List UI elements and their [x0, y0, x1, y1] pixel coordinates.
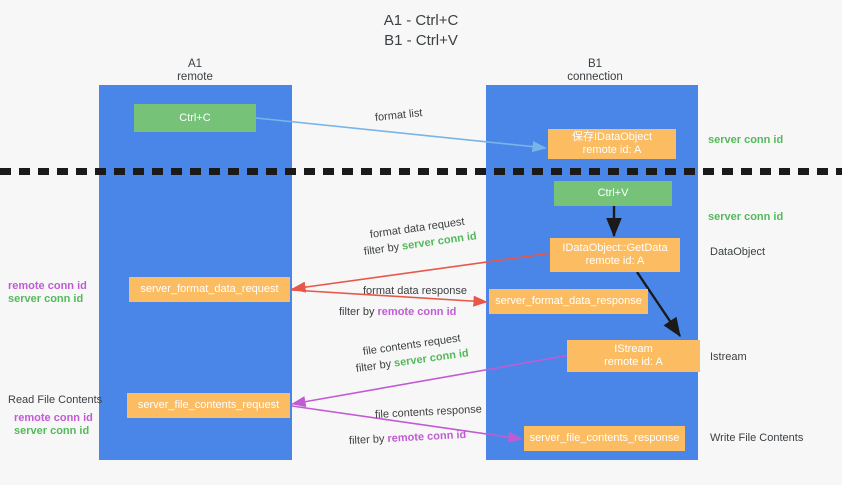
label-file-contents-response-text: file contents response [374, 403, 483, 421]
page-title: A1 - Ctrl+C B1 - Ctrl+V [0, 11, 842, 51]
box-save-dataobject[interactable]: 保存IDataObject remote id: A [548, 129, 676, 159]
note-dataobject: DataObject [710, 246, 766, 258]
note-read-file-contents: Read File Contents [8, 394, 103, 406]
label-format-data-response-filter-prefix: filter by [339, 306, 378, 318]
box-istream-line2: remote id: A [604, 356, 663, 368]
label-format-list-text: format list [374, 107, 424, 124]
box-save-dataobject-line2: remote id: A [582, 144, 642, 156]
title-line-1: A1 - Ctrl+C [383, 12, 459, 29]
label-file-contents-response-filter-value: remote conn id [387, 428, 467, 445]
label-format-data-request-filter-prefix: filter by [363, 240, 403, 258]
label-file-contents-response-filter-prefix: filter by [348, 432, 388, 447]
box-server-file-contents-response-label: server_file_contents_response [529, 432, 680, 444]
box-server-file-contents-request-label: server_file_contents_request [137, 399, 280, 411]
box-getdata-line1: IDataObject::GetData [562, 242, 668, 254]
label-format-data-response-text: format data response [363, 285, 467, 297]
box-server-format-data-response-label: server_format_data_response [495, 295, 642, 307]
box-istream-line1: IStream [614, 343, 653, 355]
box-istream[interactable]: IStream remote id: A [567, 340, 700, 372]
box-server-format-data-request[interactable]: server_format_data_request [129, 277, 290, 302]
label-file-contents-response: file contents response [375, 402, 483, 422]
box-ctrl-v-label: Ctrl+V [597, 187, 629, 199]
note-right-server-conn-id-mid: server conn id [708, 211, 784, 223]
label-format-data-response: format data response [363, 284, 467, 298]
box-ctrl-c[interactable]: Ctrl+C [134, 104, 256, 132]
box-ctrl-v[interactable]: Ctrl+V [554, 181, 672, 206]
box-getdata-line2: remote id: A [585, 255, 645, 267]
note-left-server-conn-id-2: server conn id [14, 425, 90, 437]
note-istream: Istream [710, 351, 747, 363]
box-ctrl-c-label: Ctrl+C [179, 111, 211, 124]
note-left-server-conn-id: server conn id [8, 293, 84, 305]
box-server-file-contents-response[interactable]: server_file_contents_response [524, 426, 685, 451]
column-header-a1: A1 remote [140, 58, 250, 84]
box-getdata[interactable]: IDataObject::GetData remote id: A [550, 238, 680, 272]
note-right-server-conn-id-top: server conn id [708, 134, 784, 146]
note-left-remote-conn-id-2: remote conn id [14, 412, 93, 424]
note-left-remote-conn-id: remote conn id [8, 280, 87, 292]
box-server-format-data-request-label: server_format_data_request [140, 283, 279, 295]
label-file-contents-response-filter: filter by remote conn id [349, 428, 467, 448]
label-format-data-response-filter: filter by remote conn id [339, 305, 456, 319]
box-server-format-data-response[interactable]: server_format_data_response [489, 289, 648, 314]
column-header-b1: B1 connection [540, 58, 650, 84]
column-a1-name: A1 [187, 58, 203, 70]
column-a1-sub: remote [177, 71, 213, 83]
note-write-file-contents: Write File Contents [710, 432, 804, 444]
column-b1-sub: connection [567, 71, 623, 83]
box-server-file-contents-request[interactable]: server_file_contents_request [127, 393, 290, 418]
column-b1-name: B1 [587, 58, 603, 70]
label-format-data-response-filter-value: remote conn id [377, 306, 457, 318]
title-line-2: B1 - Ctrl+V [384, 32, 458, 49]
box-save-dataobject-line1: 保存IDataObject [571, 131, 653, 143]
label-format-list: format list [374, 106, 423, 125]
label-file-contents-request-filter-prefix: filter by [355, 357, 395, 375]
phase-divider [0, 168, 842, 175]
